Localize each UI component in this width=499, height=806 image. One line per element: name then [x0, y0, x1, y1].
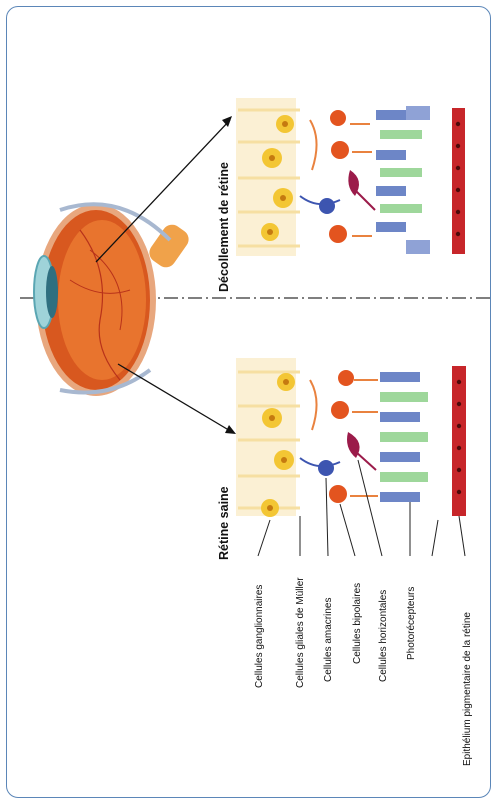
bipolar-cells-healthy	[310, 370, 378, 503]
label-ganglion-cells: Cellules ganglionnaires	[254, 585, 265, 688]
label-rpe: Epithélium pigmentaire de la rétine	[462, 612, 473, 766]
detached-title: Décollement de rétine	[217, 162, 231, 292]
healthy-retina-layers	[236, 358, 466, 517]
label-photoreceptors: Photorécepteurs	[406, 587, 417, 660]
label-muller-cells: Cellules gliales de Müller	[295, 577, 306, 688]
rpe-detached	[452, 108, 465, 254]
photoreceptors-healthy	[380, 372, 428, 502]
horizontal-cell-detached	[348, 170, 375, 210]
healthy-title: Rétine saine	[217, 486, 231, 560]
horizontal-cell-healthy	[347, 432, 376, 470]
amacrine-cell-detached	[300, 196, 340, 214]
label-horizontal-cells: Cellules horizontales	[378, 590, 389, 682]
photoreceptors-detached	[376, 106, 430, 254]
bipolar-cells-detached	[310, 110, 372, 243]
arrow-to-healthy	[118, 364, 236, 434]
label-bipolar-cells: Cellules bipolaires	[352, 583, 363, 664]
label-amacrine-cells: Cellules amacrines	[323, 598, 334, 682]
eye-illustration	[34, 204, 193, 396]
amacrine-cell-healthy	[300, 458, 340, 476]
detached-retina-layers	[236, 98, 465, 256]
rpe-healthy	[452, 366, 466, 516]
